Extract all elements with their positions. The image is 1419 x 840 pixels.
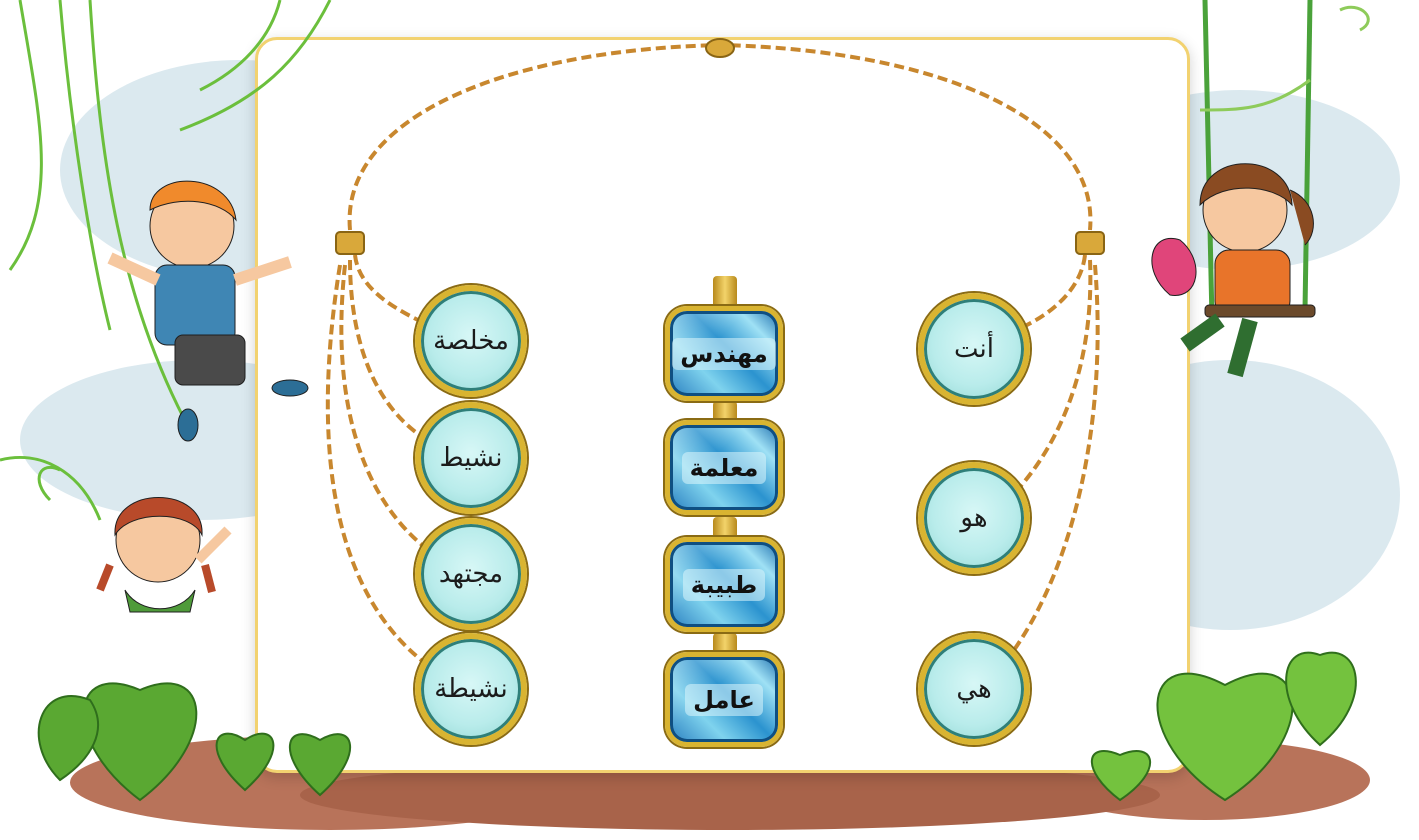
- girl-waving-character: [96, 497, 232, 613]
- gem-card-muallima[interactable]: معلمة: [665, 420, 783, 515]
- gem-label: معلمة: [681, 451, 767, 484]
- gem-label: طبيبة: [682, 568, 766, 601]
- word-label: مخلصة: [433, 326, 509, 356]
- heart-leaves-left: [37, 682, 351, 802]
- word-label: أنت: [954, 334, 994, 364]
- boy-character: [107, 180, 309, 442]
- word-label: هو: [960, 503, 988, 533]
- pendant-bail: [713, 276, 737, 306]
- gem-label: مهندس: [672, 337, 776, 370]
- gem-label: عامل: [685, 683, 763, 716]
- gem-card-tabiba[interactable]: طبيبة: [665, 537, 783, 632]
- word-label: نشيط: [439, 443, 503, 473]
- pendant-link: [713, 401, 737, 423]
- vine-right: [1202, 0, 1313, 321]
- word-label: هي: [956, 674, 992, 704]
- pronoun-circle-hiya[interactable]: هي: [918, 633, 1030, 745]
- word-circle-mukhlisa[interactable]: مخلصة: [415, 285, 527, 397]
- pronoun-circle-huwa[interactable]: هو: [918, 462, 1030, 574]
- girl-on-swing-character: [1151, 163, 1316, 378]
- word-circle-nashita[interactable]: نشيطة: [415, 633, 527, 745]
- vine-left: [0, 0, 332, 521]
- pendant-link: [713, 517, 737, 539]
- chain-clasps: [335, 38, 1105, 255]
- heart-leaves-right: [1090, 651, 1357, 802]
- word-label: نشيطة: [434, 674, 508, 704]
- gem-card-muhandis[interactable]: مهندس: [665, 306, 783, 401]
- word-circle-nashit[interactable]: نشيط: [415, 402, 527, 514]
- word-label: مجتهد: [438, 559, 504, 589]
- word-circle-mujtahid[interactable]: مجتهد: [415, 518, 527, 630]
- gem-card-amil[interactable]: عامل: [665, 652, 783, 747]
- pronoun-circle-anta[interactable]: أنت: [918, 293, 1030, 405]
- pendant-link: [713, 633, 737, 655]
